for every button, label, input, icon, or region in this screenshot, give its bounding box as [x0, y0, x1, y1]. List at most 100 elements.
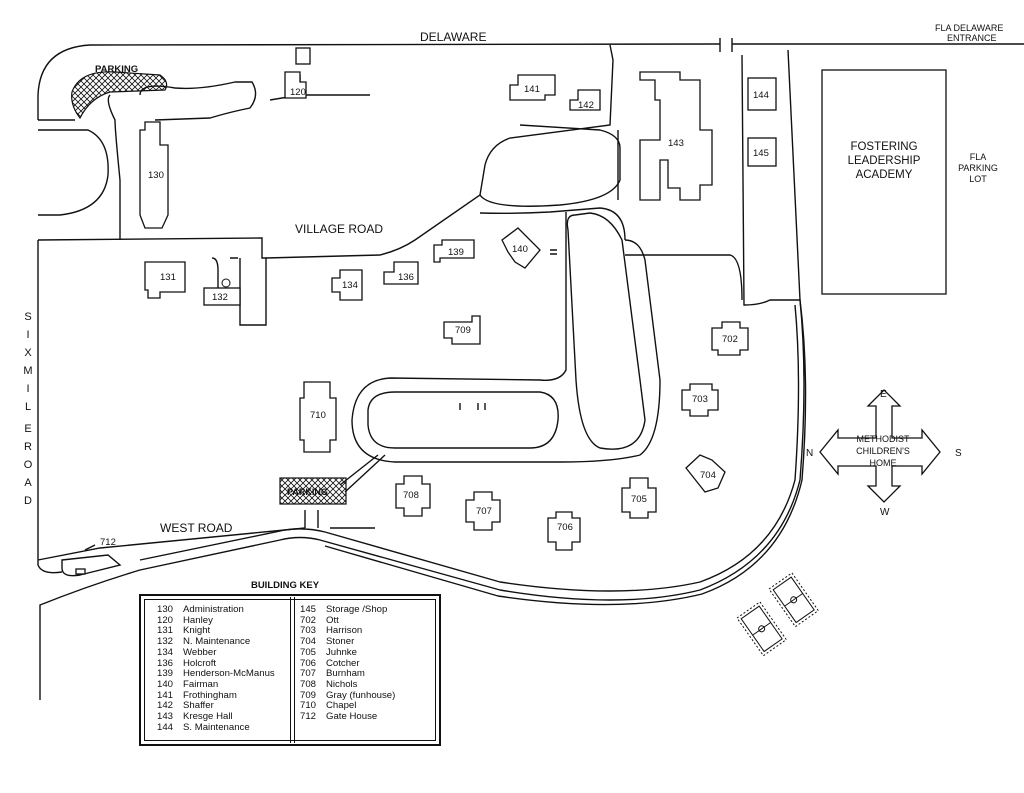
- compass-rose: METHODIST CHILDREN'S HOME N S E W: [806, 389, 962, 518]
- building-710: 710: [299, 381, 337, 453]
- six-mile-letter: A: [24, 477, 32, 489]
- building-140: 140: [501, 227, 557, 269]
- key-divider: [290, 597, 295, 743]
- svg-text:132: 132: [212, 292, 228, 303]
- building-key-title: BUILDING KEY: [250, 580, 320, 591]
- six-mile-letter: I: [26, 329, 29, 341]
- key-building-number: 139: [157, 668, 174, 680]
- key-building-name: Stoner: [326, 636, 355, 648]
- key-building-number: 144: [157, 721, 174, 733]
- six-mile-letter: R: [24, 441, 32, 453]
- compass-e: E: [880, 389, 887, 400]
- compass-label-2: CHILDREN'S: [856, 446, 910, 456]
- key-row: 702 Ott: [300, 614, 395, 627]
- key-building-number: 707: [300, 668, 317, 680]
- key-building-name: Webber: [183, 646, 217, 658]
- fla-lot-label-2: PARKING: [958, 163, 998, 173]
- key-building-name: Gate House: [326, 711, 378, 723]
- main-loop-road: [339, 212, 661, 493]
- six-mile-letter: O: [24, 459, 33, 471]
- key-building-name: Knight: [183, 625, 211, 637]
- building-709: 709: [443, 315, 481, 345]
- village-road-label: VILLAGE ROAD: [295, 222, 383, 236]
- fla-lot-label-3: LOT: [969, 174, 987, 184]
- building-141: 141: [509, 74, 556, 101]
- building-145: 145: [747, 137, 777, 167]
- svg-text:139: 139: [448, 247, 464, 258]
- svg-text:712: 712: [100, 537, 116, 548]
- building-142: 142: [569, 89, 601, 111]
- key-building-number: 142: [157, 700, 174, 712]
- svg-text:705: 705: [631, 494, 647, 505]
- key-building-number: 702: [300, 614, 317, 626]
- six-mile-letter: E: [24, 423, 31, 435]
- key-row: 712 Gate House: [300, 711, 395, 723]
- svg-text:120: 120: [290, 87, 306, 98]
- building-130: 130: [139, 121, 169, 229]
- key-row: 136 Holcroft: [157, 657, 275, 670]
- building-136: 136: [383, 261, 419, 285]
- building-703: 703: [681, 383, 719, 417]
- key-building-number: 134: [157, 646, 174, 658]
- key-building-number: 130: [157, 604, 174, 615]
- compass-s: S: [955, 448, 962, 459]
- key-building-name: Holcroft: [183, 657, 217, 669]
- building-132: 132: [203, 257, 241, 306]
- key-building-name: Frothingham: [183, 689, 237, 701]
- six-mile-letter: D: [24, 495, 32, 507]
- key-building-number: 132: [157, 636, 174, 648]
- key-building-name: Cotcher: [326, 657, 360, 669]
- key-row: 130 Administration: [157, 604, 275, 616]
- six-mile-letter: S: [24, 311, 31, 323]
- building-134: 134: [331, 269, 363, 301]
- fla-entrance-label-1: FLA DELAWARE: [935, 23, 1003, 33]
- academy-label-3: ACADEMY: [856, 169, 913, 181]
- key-row: 134 Webber: [157, 646, 275, 659]
- key-building-name: Ott: [326, 614, 339, 626]
- svg-text:143: 143: [668, 138, 684, 149]
- west-road: [37, 510, 375, 561]
- key-building-number: 136: [157, 657, 174, 669]
- svg-text:131: 131: [160, 272, 176, 283]
- six-mile-letter: X: [24, 347, 32, 359]
- compass-label-1: METHODIST: [857, 434, 911, 444]
- basketball-courts: [736, 572, 820, 657]
- building-705: 705: [621, 477, 657, 519]
- key-building-number: 710: [300, 700, 317, 712]
- parking-area-north: PARKING: [71, 64, 168, 120]
- svg-text:710: 710: [310, 410, 326, 421]
- compass-n: N: [806, 448, 813, 459]
- building-139: 139: [433, 239, 475, 263]
- svg-text:708: 708: [403, 490, 419, 501]
- svg-text:140: 140: [512, 244, 528, 255]
- svg-text:130: 130: [148, 170, 164, 181]
- key-building-number: 140: [157, 678, 174, 690]
- key-building-name: Juhnke: [326, 646, 357, 658]
- fla-entrance-label-2: ENTRANCE: [947, 33, 997, 43]
- key-building-number: 712: [300, 711, 317, 723]
- key-building-number: 705: [300, 646, 317, 658]
- perimeter-road: [39, 49, 807, 700]
- building-702: 702: [711, 321, 749, 356]
- key-building-number: 143: [157, 711, 174, 723]
- building-144: 144: [747, 77, 777, 111]
- svg-text:142: 142: [578, 100, 594, 111]
- key-building-name: Administration: [183, 604, 244, 615]
- key-building-name: Storage /Shop: [326, 604, 388, 615]
- key-building-number: 141: [157, 689, 174, 701]
- key-building-number: 708: [300, 678, 317, 690]
- fostering-leadership-academy: FOSTERING LEADERSHIP ACADEMY: [821, 69, 947, 295]
- svg-text:134: 134: [342, 280, 358, 291]
